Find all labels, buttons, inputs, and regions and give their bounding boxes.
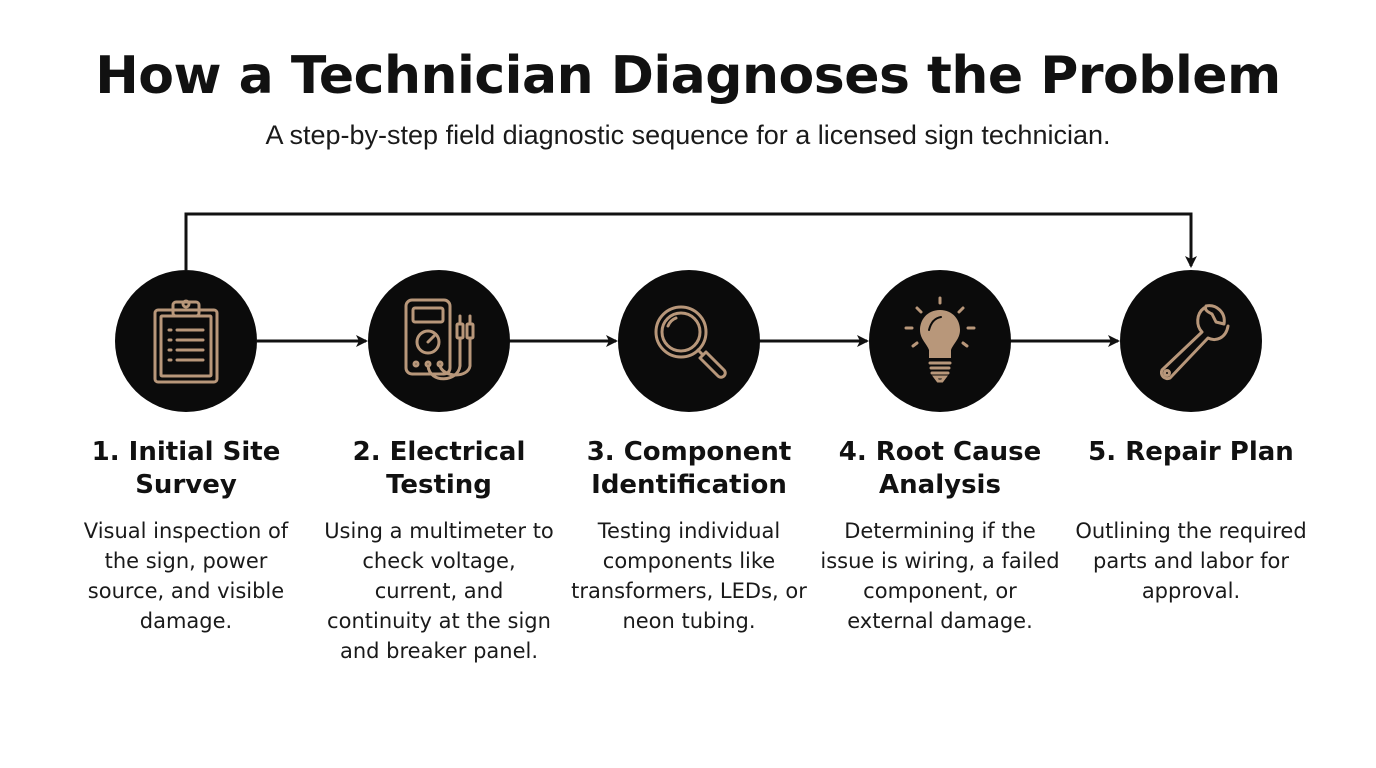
step-3-description: Testing individual components like trans… <box>571 519 807 633</box>
skip-connector-arrow <box>184 212 1197 270</box>
step-1-description: Visual inspection of the sign, power sou… <box>83 519 289 633</box>
step-4-description: Determining if the issue is wiring, a fa… <box>820 519 1060 633</box>
step-5-title: 5. Repair Plan <box>1088 437 1294 467</box>
step-2-description: Using a multimeter to check voltage, cur… <box>324 519 554 663</box>
page-subtitle: A step-by-step field diagnostic sequence… <box>265 120 1111 150</box>
step-2-circle <box>368 270 510 412</box>
step-3-title: 3. Component Identification <box>586 437 792 500</box>
lightbulb-icon <box>904 296 976 383</box>
step-4-title: 4. Root Cause Analysis <box>838 437 1042 500</box>
page-title: How a Technician Diagnoses the Problem <box>95 46 1281 106</box>
step-5-circle <box>1120 270 1262 412</box>
step-1-circle <box>115 270 257 412</box>
step-5-description: Outlining the required parts and labor f… <box>1075 519 1307 603</box>
wrench-icon <box>1159 304 1230 381</box>
multimeter-icon <box>404 298 475 381</box>
step-1-title: 1. Initial Site Survey <box>91 437 281 500</box>
step-2-title: 2. Electrical Testing <box>352 437 526 500</box>
step-3-circle <box>618 270 760 412</box>
magnifying-glass-icon <box>654 305 727 379</box>
clipboard-icon <box>153 299 219 384</box>
step-4-circle <box>869 270 1011 412</box>
